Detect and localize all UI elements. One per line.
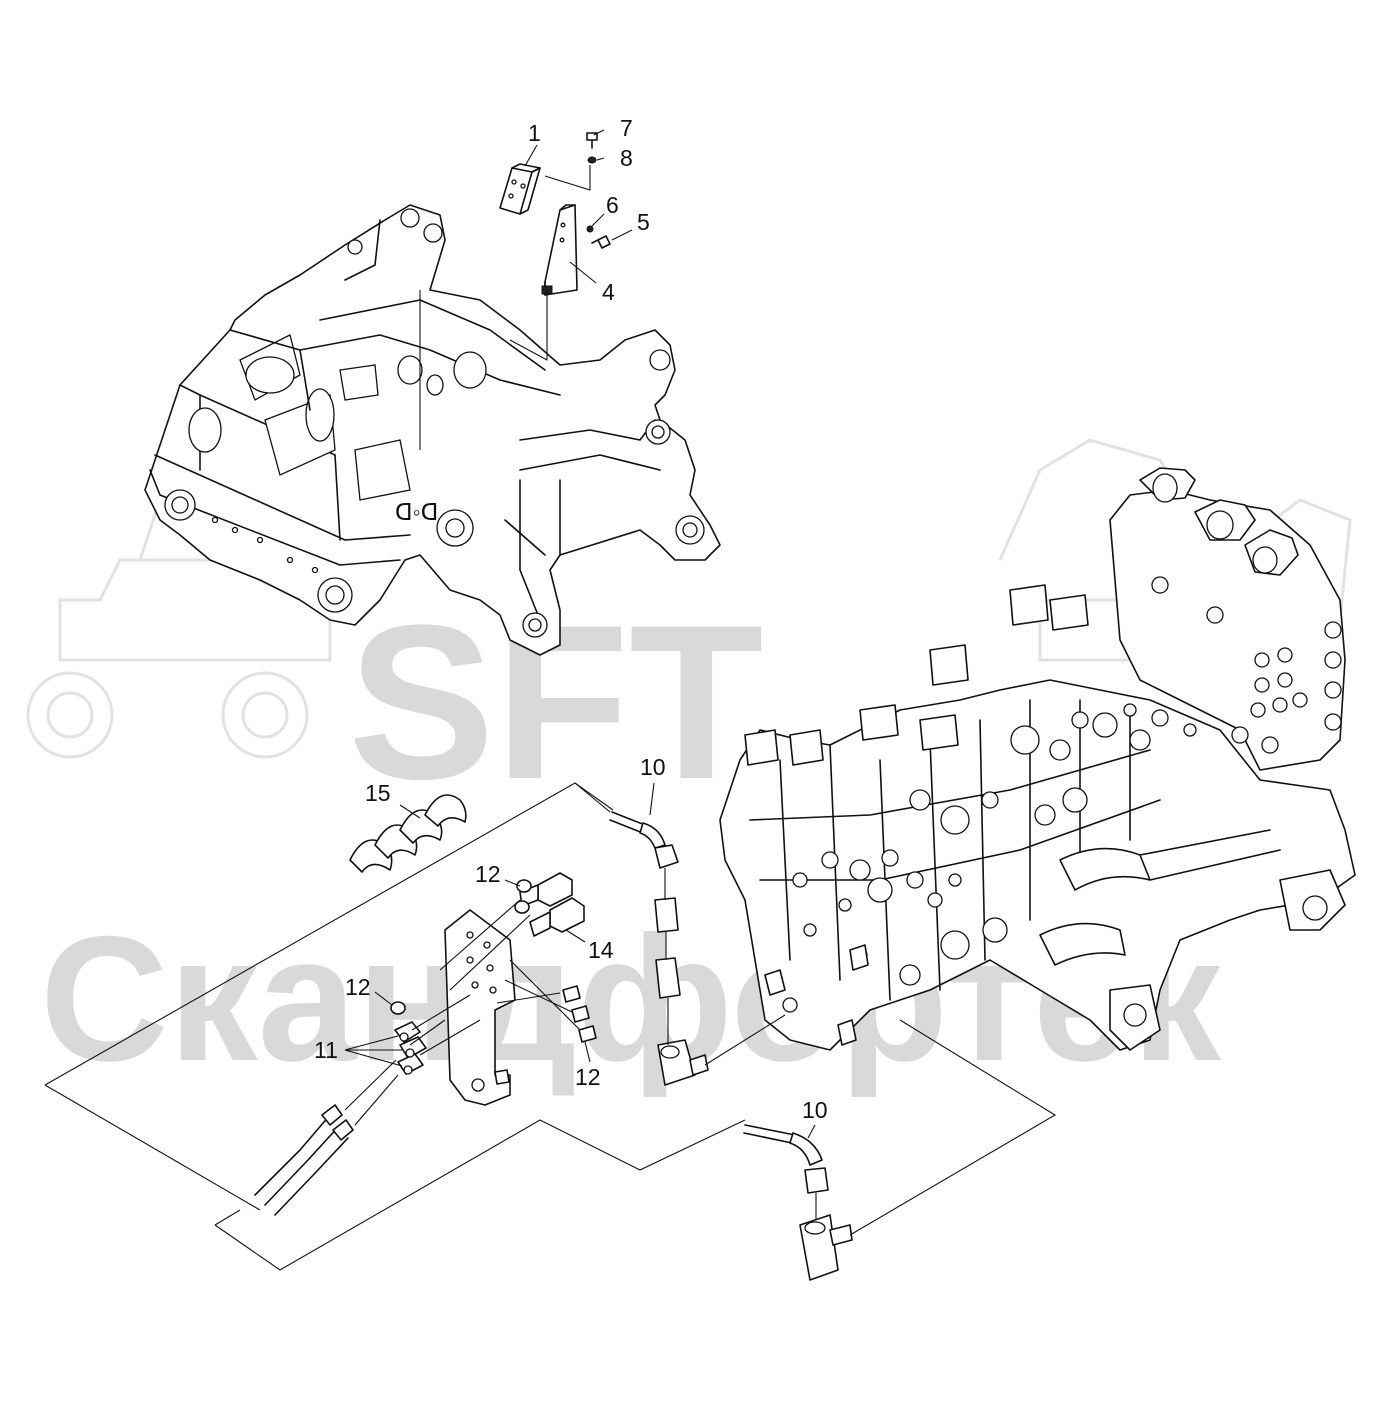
callout-14: 14 (588, 937, 614, 963)
bracket-part-4 (541, 204, 578, 296)
callout-6: 6 (606, 192, 619, 218)
bracket-part-1 (499, 163, 541, 215)
valve-port-face-middle (909, 787, 1088, 835)
control-valve-block (719, 467, 1356, 1051)
cap-part-12-left (390, 1001, 406, 1015)
fitting-part-11 (394, 1021, 427, 1075)
valve-port-face-lower (792, 849, 962, 912)
hose-part-10-upper (609, 811, 709, 1086)
callout-8: 8 (620, 145, 633, 171)
callout-11: 11 (314, 1037, 338, 1063)
cap-part-12-right (562, 985, 597, 1043)
callout-4: 4 (602, 279, 615, 305)
callout-10-lower: 10 (802, 1097, 828, 1123)
valve-port-face-upper (1010, 703, 1197, 761)
callout-10-upper: 10 (640, 754, 666, 780)
hose-pair-lower-left (254, 1104, 354, 1216)
callout-labels: 1 7 8 6 5 4 10 15 12 14 12 11 12 10 (314, 115, 828, 1123)
callout-12-top: 12 (475, 861, 501, 887)
hose-clip-part-15 (349, 794, 467, 873)
callout-5: 5 (637, 209, 650, 235)
callout-12-left: 12 (345, 974, 371, 1000)
callout-7: 7 (620, 115, 633, 141)
loader-frame: ᗡ◦ᗡ (144, 204, 721, 656)
fitting-part-14-b (529, 897, 585, 937)
bolt-part-5 (591, 235, 611, 249)
fitting-part-12-top (514, 879, 532, 914)
frame-marking: ᗡ◦ᗡ (395, 499, 438, 525)
callout-15: 15 (365, 780, 391, 806)
assembly-lines (44, 782, 1057, 1271)
bolt-part-7 (586, 132, 598, 149)
callout-leaders (344, 782, 816, 1139)
washer-part-8 (587, 156, 597, 164)
hose-part-10-lower (743, 1124, 853, 1281)
washer-part-6 (586, 225, 594, 233)
top-leader-lines (419, 129, 633, 450)
callout-1: 1 (528, 120, 541, 146)
callout-12-right: 12 (575, 1064, 601, 1090)
mounting-plate-part-14 (444, 909, 516, 1106)
